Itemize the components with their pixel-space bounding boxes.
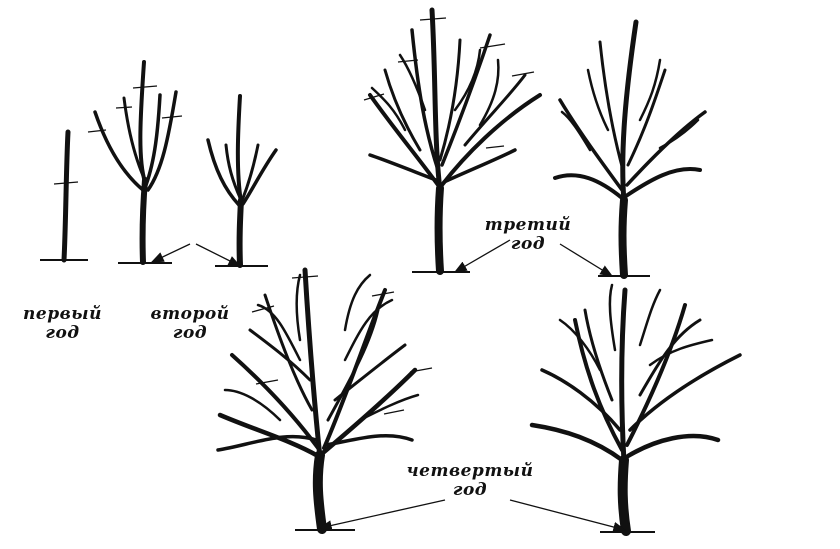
cut-mark <box>511 71 535 77</box>
cut-mark <box>371 291 395 297</box>
cut-mark <box>363 93 385 101</box>
label-year4-line1: четвертый <box>406 461 534 481</box>
tree-year4-after <box>529 283 742 536</box>
tree-year2-after <box>206 94 278 268</box>
label-year1: первый год <box>15 305 110 343</box>
arrow-year3-right <box>559 243 614 277</box>
tree-year2-before <box>87 60 183 265</box>
cut-mark <box>53 181 79 185</box>
cut-mark <box>409 367 433 373</box>
label-year1-line1: первый <box>23 304 102 324</box>
arrow-year3-left <box>453 239 511 273</box>
cut-mark <box>485 145 505 149</box>
cut-mark <box>161 115 183 119</box>
label-year1-line2: год <box>45 323 80 343</box>
label-year4: четвертый год <box>400 462 540 500</box>
label-year4-line2: год <box>452 480 488 500</box>
arrow-year4-right <box>509 499 627 533</box>
label-year3-line2: год <box>510 234 546 254</box>
tree-year3-after <box>553 19 707 279</box>
cut-mark <box>132 85 158 89</box>
cut-mark <box>115 106 133 109</box>
arrow-year4-left <box>318 499 446 531</box>
label-year2-line1: второй <box>150 304 230 324</box>
label-year3: третий год <box>478 216 578 254</box>
tree-year4-before <box>216 267 433 534</box>
tree-year1-whip <box>40 129 88 263</box>
arrow-year2-right <box>195 243 242 267</box>
tree-year3-before <box>363 7 542 275</box>
label-year2-line2: год <box>172 323 208 343</box>
cut-mark <box>383 409 405 415</box>
cut-mark <box>255 379 279 385</box>
cut-mark <box>419 17 447 21</box>
cut-mark <box>251 305 275 313</box>
cut-mark <box>87 129 107 133</box>
cut-mark <box>479 43 506 49</box>
arrow-year2-left <box>150 243 191 263</box>
label-year2: второй год <box>140 305 240 343</box>
label-year3-line1: третий <box>484 215 572 235</box>
arrows <box>150 239 627 533</box>
cut-mark <box>397 59 419 63</box>
cut-mark <box>291 275 319 279</box>
